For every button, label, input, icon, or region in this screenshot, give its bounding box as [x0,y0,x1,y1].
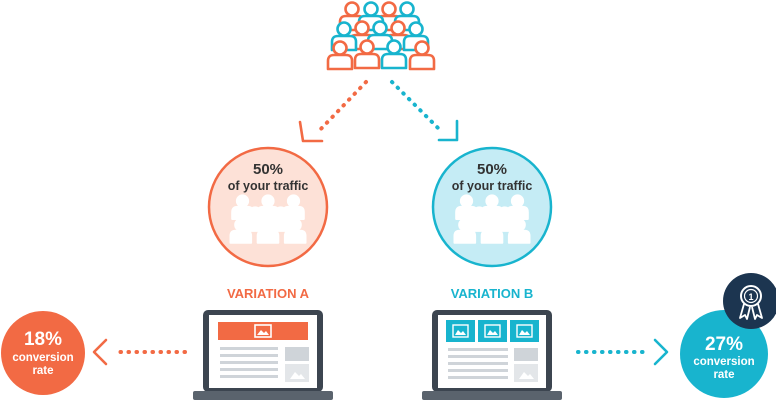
result-label-b-line2: rate [713,369,734,381]
crowd-people-icon [326,1,436,71]
arrow-to-variation-b [390,80,459,142]
traffic-percent-a: 50% [253,161,283,178]
side-image [285,364,309,382]
side-block [285,347,309,361]
result-label-a-line2: rate [32,365,53,377]
traffic-label-b: of your traffic [452,179,533,193]
traffic-circle-b: 50% of your traffic [431,146,553,268]
arrow-to-variation-a [298,80,368,143]
text-lines [220,347,278,378]
laptop-base [193,391,333,400]
traffic-label-a: of your traffic [228,179,309,193]
traffic-circle-a: 50% of your traffic [207,146,329,268]
laptop-base [422,391,562,400]
result-circle-a: 18% conversion rate [1,311,85,395]
side-image [514,364,538,382]
hero-banner [218,322,308,340]
award-ribbon-icon: 1 [723,273,776,329]
traffic-percent-b: 50% [477,161,507,178]
image-icon [519,372,534,379]
image-icon [487,330,498,335]
people-group-icon [453,194,531,244]
arrow-head-icon [653,338,669,366]
arrow-to-result-a [92,338,187,366]
image-icon [290,372,305,379]
variation-a-label: VARIATION A [227,286,310,301]
badge-rank: 1 [748,292,753,302]
result-percent-a: 18% [24,329,62,350]
text-lines [448,348,508,379]
result-percent-b: 27% [705,334,743,355]
image-icon [519,330,530,335]
result-circle-b: 27% conversion rate [680,310,768,398]
result-label-a-line1: conversion [12,352,73,364]
variation-b-label: VARIATION B [451,286,534,301]
side-block [514,348,538,361]
laptop-variation-a [193,310,333,400]
result-label-b-line1: conversion [693,356,754,368]
image-icon [455,330,466,335]
hero-tiles [446,320,539,342]
arrow-head-icon [437,119,459,142]
arrow-head-icon [298,120,324,143]
arrow-head-icon [92,338,108,366]
image-icon [254,324,272,338]
arrow-to-result-b [576,338,669,366]
laptop-variation-b [422,310,562,400]
people-group-icon [229,194,307,244]
